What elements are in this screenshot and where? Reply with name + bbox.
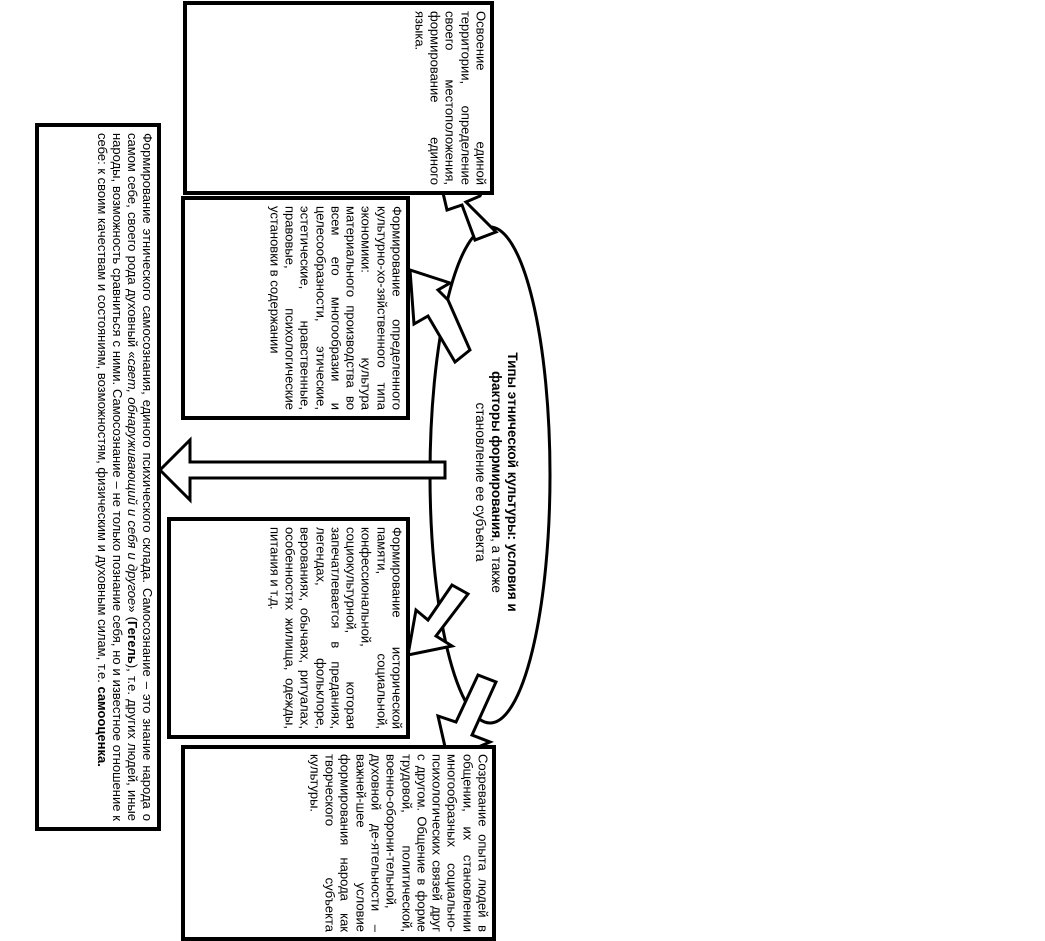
self-awareness-self-esteem: самооценка. xyxy=(95,686,110,767)
box-self-awareness-text: Формирование этнического самосознания, е… xyxy=(95,133,155,821)
box-self-awareness: Формирование этнического самосознания, е… xyxy=(35,123,161,831)
arrow-to-left-box xyxy=(157,436,447,504)
box-experience: Созревание опыта людей в общении, их ста… xyxy=(181,745,496,941)
box-memory-text: Формирование исторической памяти, социал… xyxy=(266,527,404,729)
box-memory: Формирование исторической памяти, социал… xyxy=(167,517,410,739)
arrow-to-upper-middle-box xyxy=(408,267,472,365)
box-territory-text: Освоение единой территории, определение … xyxy=(411,11,488,185)
self-awareness-quote: свет, обнаруживающий и себя и другое xyxy=(125,358,140,606)
center-title: Типы этнической культуры: условия и факт… xyxy=(360,352,620,611)
arrow-to-lower-middle-box xyxy=(406,583,471,657)
box-experience-text: Созревание опыта людей в общении, их ста… xyxy=(306,754,490,932)
box-territory: Освоение единой территории, определение … xyxy=(183,1,494,195)
self-awareness-after-quote: » ( xyxy=(125,605,140,621)
self-awareness-hegel: Гегель xyxy=(125,620,140,664)
box-economy: Формирование определенного культурно-хо-… xyxy=(181,196,410,420)
box-economy-text: Формирование определенного культурно-хо-… xyxy=(266,206,404,410)
